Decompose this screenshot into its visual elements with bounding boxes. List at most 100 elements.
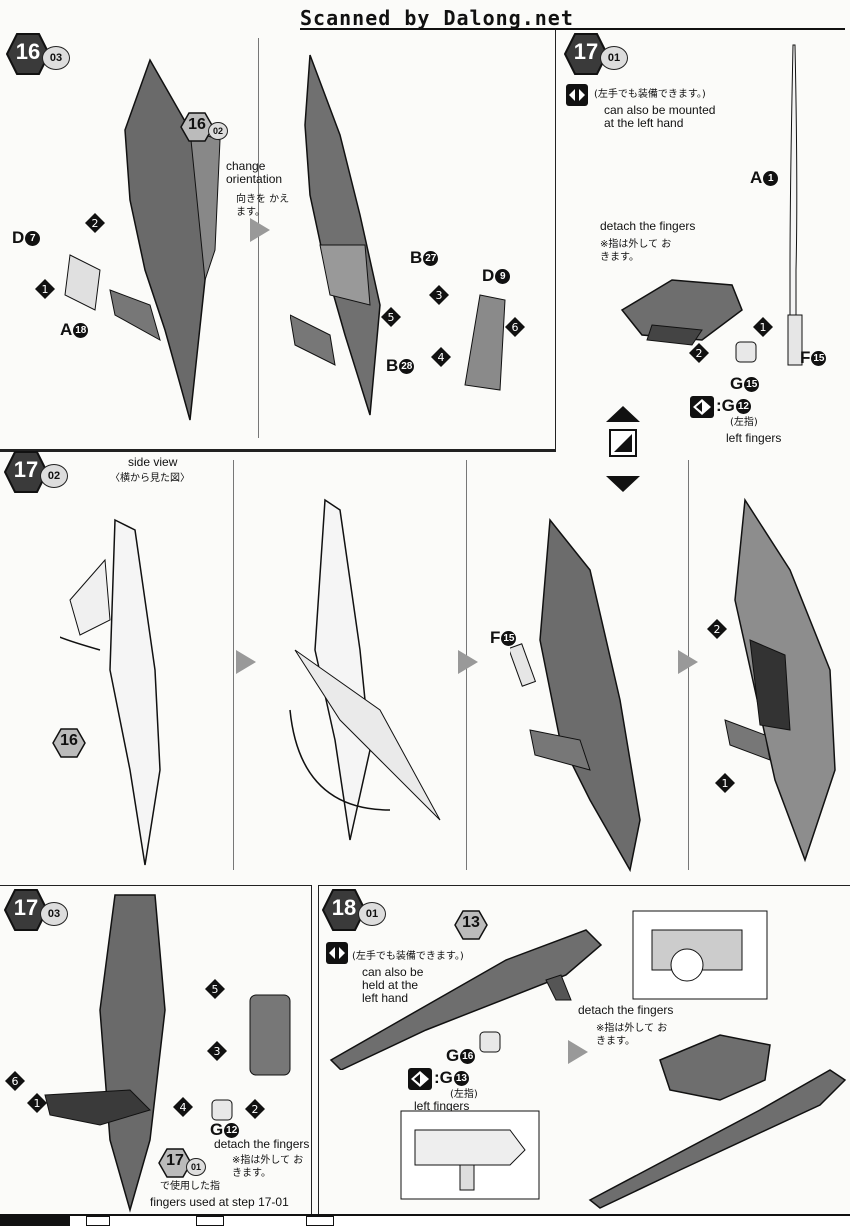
step-marker-2: 2 bbox=[244, 1098, 266, 1120]
beam-saber-blade-illustration bbox=[787, 44, 803, 366]
step-marker-6: 6 bbox=[4, 1070, 26, 1092]
wing-assembly-illustration bbox=[109, 58, 221, 421]
panel-17-02-top-rule bbox=[0, 450, 556, 452]
step-badge-16-03: 16 03 bbox=[6, 32, 70, 76]
svg-text:4: 4 bbox=[180, 1101, 187, 1114]
shield-part-illustration bbox=[44, 1089, 151, 1126]
detach-fingers-jp: ※指は外して おきます。 bbox=[232, 1155, 304, 1179]
wing-interior-illustration bbox=[290, 54, 381, 416]
left-hand-icon bbox=[408, 1068, 432, 1090]
svg-text:2: 2 bbox=[92, 217, 99, 230]
step-marker-2: 2 bbox=[688, 342, 710, 364]
left-fingers-jp: (左指) bbox=[730, 417, 758, 428]
svg-text:3: 3 bbox=[214, 1045, 221, 1058]
ref-badge-17-01: 17 01 bbox=[158, 1148, 206, 1180]
svg-text:2: 2 bbox=[252, 1103, 259, 1116]
left-hand-note-en: can also be held at the left hand bbox=[362, 965, 424, 1005]
step-badge-17-03: 17 03 bbox=[4, 888, 68, 932]
hand-detail-inset-illustration bbox=[632, 910, 768, 1000]
svg-text:1: 1 bbox=[34, 1097, 41, 1110]
wing-with-saber-hilt-illustration bbox=[510, 518, 641, 873]
svg-text:5: 5 bbox=[212, 983, 219, 996]
step-number: 18 bbox=[331, 895, 357, 920]
detach-fingers-label: detach the fingers bbox=[578, 1003, 674, 1017]
next-arrow bbox=[678, 650, 698, 674]
flip-over-icon bbox=[606, 406, 640, 492]
svg-text:2: 2 bbox=[714, 623, 721, 636]
wing-side-view-illustration bbox=[60, 518, 161, 866]
svg-text:1: 1 bbox=[42, 283, 49, 296]
change-orientation-label: change orientation bbox=[226, 159, 283, 186]
change-orientation-jp: 向きを かえます。 bbox=[236, 194, 290, 218]
step-badge-18-01: 18 01 bbox=[322, 888, 386, 932]
left-hand-icon bbox=[690, 396, 714, 418]
ref-badge-16-02: 16 02 bbox=[180, 112, 228, 144]
finger-part-illustration bbox=[735, 341, 757, 363]
left-hand-swap-icon bbox=[326, 942, 348, 964]
svg-text:1: 1 bbox=[722, 777, 729, 790]
next-arrow bbox=[458, 650, 478, 674]
hand-holding-rifle-illustration bbox=[588, 1034, 847, 1209]
svg-text:2: 2 bbox=[696, 347, 703, 360]
next-arrow bbox=[568, 1040, 588, 1064]
footer-box bbox=[86, 1216, 110, 1226]
detach-fingers-label: detach the fingers bbox=[600, 219, 696, 233]
finger-G16-illustration bbox=[479, 1031, 501, 1053]
left-hand-note-en: can also be mounted at the left hand bbox=[604, 103, 716, 130]
wing-closed-illustration bbox=[724, 497, 836, 863]
step-marker-2: 2 bbox=[706, 618, 728, 640]
detach-fingers-label: detach the fingers bbox=[214, 1137, 310, 1151]
finger-G12-illustration bbox=[211, 1099, 233, 1121]
step-marker-4: 4 bbox=[430, 346, 452, 368]
step-badge-17-02: 17 02 bbox=[4, 450, 68, 494]
panel-step-16-03 bbox=[0, 30, 556, 450]
step-marker-4: 4 bbox=[172, 1096, 194, 1118]
footer-box bbox=[306, 1216, 334, 1226]
left-fingers-label: left fingers bbox=[414, 1099, 470, 1113]
next-arrow bbox=[236, 650, 256, 674]
page-header-title: Scanned by Dalong.net bbox=[300, 6, 574, 30]
ref-part-13-hex: 13 bbox=[454, 910, 490, 942]
substep-number: 03 bbox=[40, 902, 68, 926]
step-number: 17 bbox=[573, 39, 599, 64]
step-marker-1: 1 bbox=[752, 316, 774, 338]
armor-part-A18-illustration bbox=[64, 254, 101, 311]
left-hand-note-jp: (左手でも装備できます。) bbox=[352, 951, 464, 962]
step-marker-1: 1 bbox=[714, 772, 736, 794]
step-marker-2: 2 bbox=[84, 212, 106, 234]
rifle-grip-detail-illustration bbox=[400, 1110, 540, 1200]
left-fingers-jp: (左指) bbox=[450, 1089, 478, 1100]
wing-rear-illustration bbox=[99, 894, 166, 1213]
panel-step-17-03 bbox=[0, 885, 312, 1215]
used-fingers-label: fingers used at step 17-01 bbox=[150, 1195, 289, 1209]
substep-number: 01 bbox=[358, 902, 386, 926]
detach-fingers-jp: ※指は外して おきます。 bbox=[600, 239, 672, 263]
step-marker-3: 3 bbox=[428, 284, 450, 306]
step-badge-17-01: 17 01 bbox=[564, 32, 628, 76]
rifle-illustration bbox=[329, 929, 603, 1070]
step-marker-1: 1 bbox=[34, 278, 56, 300]
step-number: 17 bbox=[13, 895, 39, 920]
footer-box bbox=[196, 1216, 224, 1226]
substep-number: 02 bbox=[40, 464, 68, 488]
substep-number: 01 bbox=[600, 46, 628, 70]
svg-text:3: 3 bbox=[436, 289, 443, 302]
step-marker-3: 3 bbox=[206, 1040, 228, 1062]
svg-text:4: 4 bbox=[438, 351, 445, 364]
side-view-jp: 〈横から見た図〉 bbox=[110, 473, 190, 484]
page-footer bbox=[0, 1214, 850, 1226]
detach-fingers-jp: ※指は外して おきます。 bbox=[596, 1023, 668, 1047]
divider-a bbox=[233, 460, 234, 870]
used-fingers-jp: で使用した指 bbox=[160, 1181, 220, 1192]
left-fingers-label: left fingers bbox=[726, 431, 782, 445]
